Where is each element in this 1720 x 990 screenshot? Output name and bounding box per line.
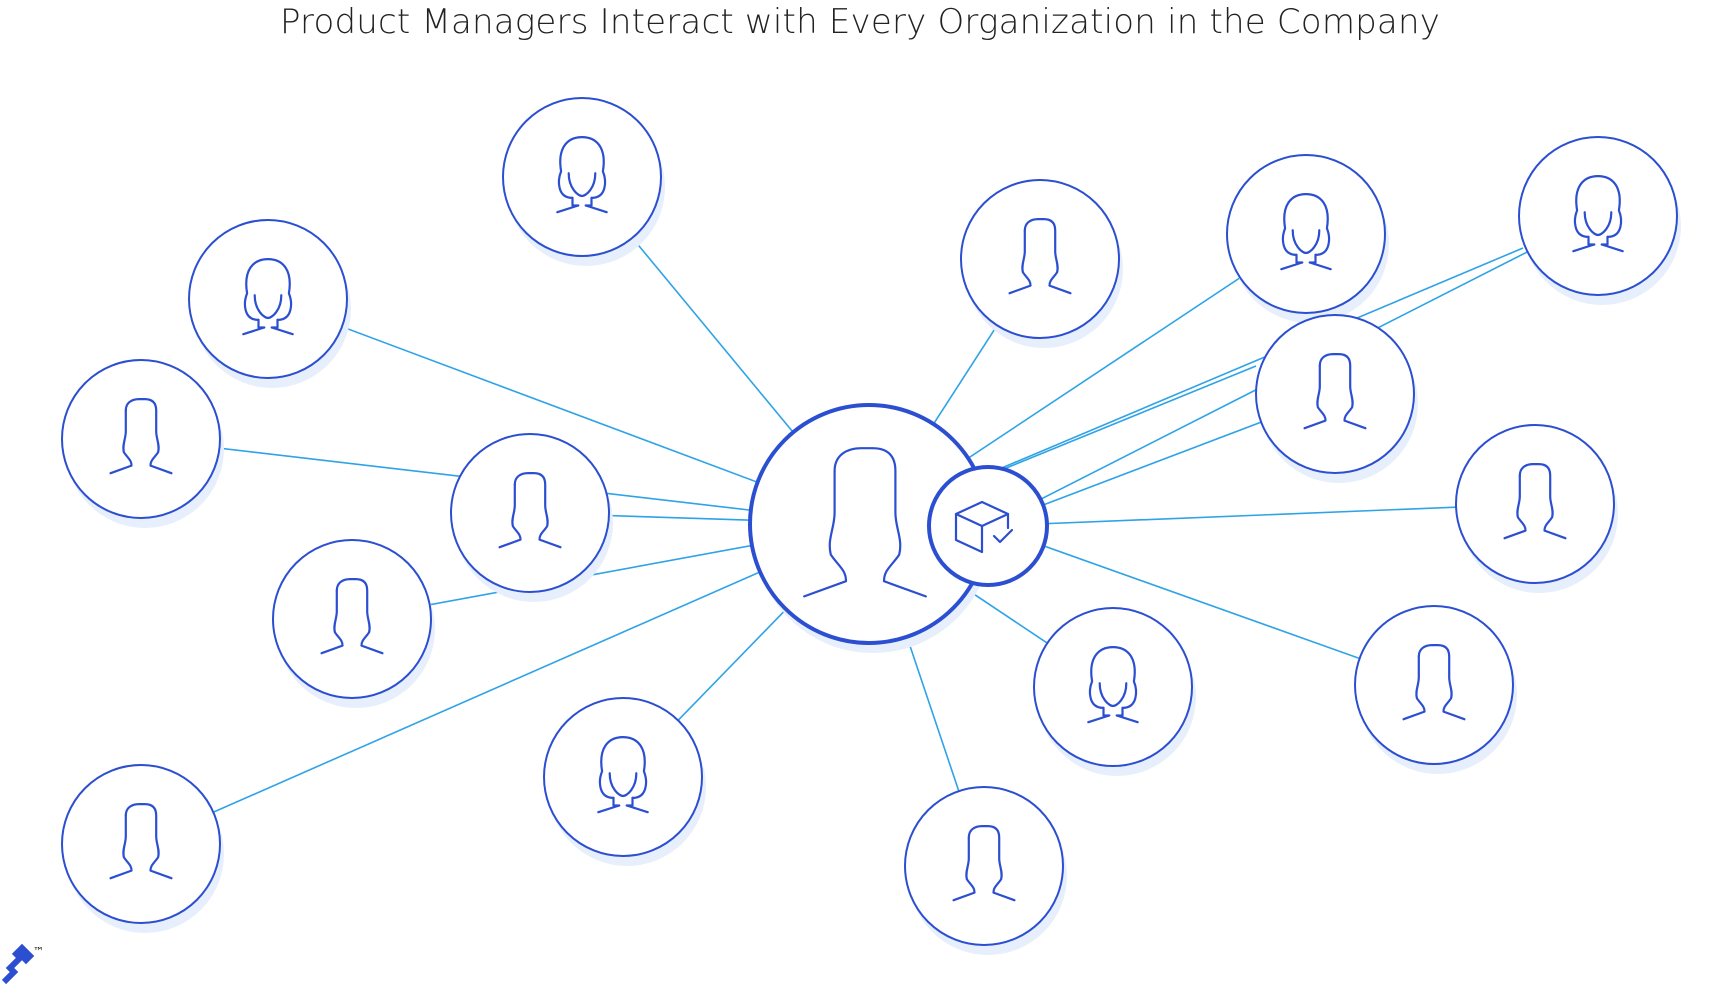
logo-mark: [1, 943, 35, 985]
person-node: [1354, 605, 1517, 774]
person-node: [1255, 314, 1418, 483]
person-node: [188, 219, 351, 388]
person-node: [904, 786, 1067, 955]
person-male-icon: [320, 577, 384, 655]
node-circle: [1354, 605, 1514, 765]
node-circle: [272, 539, 432, 699]
person-node: [450, 433, 613, 602]
trademark-symbol: ™: [33, 945, 44, 958]
node-circle: [1255, 314, 1415, 474]
person-male-icon: [109, 802, 173, 880]
badge-circle: [927, 465, 1049, 587]
node-circle: [960, 179, 1120, 339]
node-circle: [1226, 154, 1386, 314]
page-title: Product Managers Interact with Every Org…: [279, 2, 1441, 42]
person-male-icon: [498, 471, 562, 549]
node-circle: [450, 433, 610, 593]
person-node: [1518, 136, 1681, 305]
central-product-manager-node: [748, 403, 992, 653]
node-circle: [904, 786, 1064, 946]
node-circle: [1455, 424, 1615, 584]
person-female-icon: [556, 135, 608, 214]
node-circle: [502, 97, 662, 257]
person-male-icon: [1402, 643, 1466, 721]
person-female-icon: [1280, 192, 1332, 271]
node-circle: [61, 359, 221, 519]
person-node: [1033, 607, 1196, 776]
person-node: [543, 697, 706, 866]
person-node: [1226, 154, 1389, 323]
node-circle: [1518, 136, 1678, 296]
person-male-icon: [803, 447, 927, 598]
person-male-icon: [109, 397, 173, 475]
product-badge: [927, 465, 1049, 587]
person-node: [272, 539, 435, 708]
person-node: [1455, 424, 1618, 593]
node-circle: [188, 219, 348, 379]
node-circle: [61, 764, 221, 924]
person-male-icon: [1008, 217, 1072, 295]
person-node: [61, 764, 224, 933]
person-female-icon: [242, 257, 294, 336]
person-male-icon: [952, 824, 1016, 902]
box-check-icon: [954, 500, 1014, 554]
node-circle: [543, 697, 703, 857]
person-female-icon: [1572, 174, 1624, 253]
node-circle: [1033, 607, 1193, 767]
person-female-icon: [1087, 645, 1139, 724]
person-nodes: [61, 97, 1681, 955]
person-male-icon: [1503, 462, 1567, 540]
person-node: [960, 179, 1123, 348]
connection-line: [987, 503, 1536, 527]
person-female-icon: [597, 735, 649, 814]
person-male-icon: [1303, 352, 1367, 430]
toptal-logo: [1, 943, 35, 985]
person-node: [61, 359, 224, 528]
connection-line: [140, 523, 870, 845]
person-node: [502, 97, 665, 266]
